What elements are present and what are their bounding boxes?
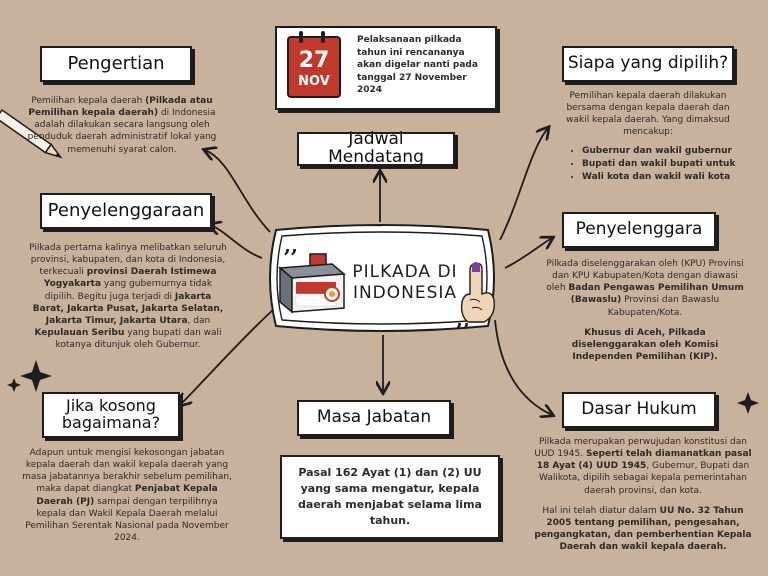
- pengertian-text-1: Pemilihan kepala daerah: [31, 96, 146, 106]
- siapa-item-1: Gubernur dan wakil gubernur: [582, 145, 740, 157]
- dasar-hukum-text-1: Pilkada merupakan perwujudan konstitusi …: [534, 437, 747, 460]
- svg-text:,,: ,,: [284, 233, 298, 257]
- penyelenggaraan-text-2: yang gubernurnya tidak dipilih. Begitu j…: [44, 279, 213, 302]
- penyelenggaraan-title: Penyelenggaraan: [40, 193, 212, 229]
- siapa-list: Gubernur dan wakil gubernur Bupati dan w…: [566, 145, 740, 183]
- masa-jabatan-card: Pasal 162 Ayat (1) dan (2) UU yang sama …: [280, 455, 500, 539]
- penyelenggara-body: Pilkada diselenggarakan oleh (KPU) Provi…: [546, 258, 744, 363]
- pengertian-text-2: di Indonesia adalah dilakukan secara lan…: [27, 108, 217, 155]
- center-title-line2: INDONESIA: [352, 283, 458, 304]
- penyelenggara-bold-1: Badan Pengawas Pemilihan Umum (Bawaslu): [568, 283, 744, 306]
- calendar-icon: 27 NOV: [287, 31, 341, 98]
- ballot-box-icon: [278, 253, 346, 314]
- penyelenggaraan-bold-3: Kepulauan Seribu: [34, 327, 125, 338]
- pengertian-title: Pengertian: [40, 46, 192, 82]
- inked-finger-icon: [460, 262, 495, 323]
- penyelenggaraan-bold-2: Jakarta Barat, Jakarta Pusat, Jakarta Se…: [32, 291, 224, 326]
- dasar-hukum-text-2: , Gubernur, Bupati dan Walikota, dipilih…: [539, 461, 750, 496]
- masa-jabatan-body: Pasal 162 Ayat (1) dan (2) UU yang sama …: [298, 466, 482, 527]
- center-title: PILKADA DI INDONESIA: [350, 262, 460, 305]
- siapa-item-3: Wali kota dan wakil wali kota: [582, 171, 740, 183]
- penyelenggara-text-2: Provinsi dan Bawaslu Kabupaten/Kota.: [607, 295, 720, 318]
- center-frame: ,, ,, PILKADA DI INDONESIA: [262, 222, 502, 334]
- penyelenggara-text-1: Pilkada diselenggarakan oleh (KPU) Provi…: [546, 259, 744, 294]
- penyelenggara-title: Penyelenggara: [562, 212, 716, 248]
- dasar-hukum-bold-1: Seperti telah diamanatkan pasal 18 Ayat …: [536, 449, 752, 472]
- penyelenggara-bold-2: Khusus di Aceh, Pilkada diselenggarakan …: [571, 327, 719, 362]
- dasar-hukum-text-3: Hal ini telah diatur dalam: [542, 505, 660, 516]
- calendar-month: NOV: [298, 74, 330, 89]
- jika-kosong-title: Jika kosong bagaimana?: [42, 392, 180, 438]
- jika-kosong-text-1: Adapun untuk mengisi kekosongan jabatan …: [22, 448, 232, 495]
- pengertian-body: Pemilihan kepala daerah (Pilkada atau Pe…: [22, 95, 222, 156]
- siapa-body: Pemilihan kepala daerah dilakukan bersam…: [556, 90, 740, 184]
- jika-kosong-body: Adapun untuk mengisi kekosongan jabatan …: [22, 447, 232, 544]
- center-title-line1: PILKADA DI: [352, 262, 458, 282]
- jika-kosong-bold-1: Penjabat Kepala Daerah (PJ): [36, 484, 218, 507]
- penyelenggaraan-bold-1: provinsi Daerah Istimewa Yogyakarta: [43, 267, 217, 290]
- penyelenggaraan-body: Pilkada pertama kalinya melibatkan selur…: [28, 242, 228, 351]
- pengertian-bold-1: (Pilkada atau Pemilihan kepala daerah): [28, 96, 213, 119]
- announcement-card: 27 NOV Pelaksanaan pilkada tahun ini ren…: [275, 26, 497, 110]
- siapa-title: Siapa yang dipilih?: [562, 46, 734, 82]
- masa-jabatan-title: Masa Jabatan: [297, 400, 451, 436]
- dasar-hukum-body: Pilkada merupakan perwujudan konstitusi …: [530, 436, 756, 553]
- siapa-item-2: Bupati dan wakil bupati untuk: [582, 158, 740, 170]
- calendar-day: 27: [298, 48, 330, 73]
- jadwal-title: Jadwal Mendatang: [297, 130, 455, 166]
- dasar-hukum-title: Dasar Hukum: [562, 392, 716, 428]
- dasar-hukum-bold-2: UU No. 32 Tahun 2005 tentang pemilihan, …: [534, 505, 752, 553]
- penyelenggaraan-text-3: , dan: [187, 315, 211, 326]
- siapa-text: Pemilihan kepala daerah dilakukan bersam…: [566, 91, 730, 138]
- announcement-text: Pelaksanaan pilkada tahun ini rencananya…: [357, 35, 478, 96]
- penyelenggaraan-text-4: yang bupati dan wali kotanya ditunjuk ol…: [55, 327, 222, 351]
- penyelenggaraan-text-1: Pilkada pertama kalinya melibatkan selur…: [29, 243, 227, 278]
- jika-kosong-text-2: sampai dengan terpilihnya kepala dan Wak…: [25, 496, 229, 543]
